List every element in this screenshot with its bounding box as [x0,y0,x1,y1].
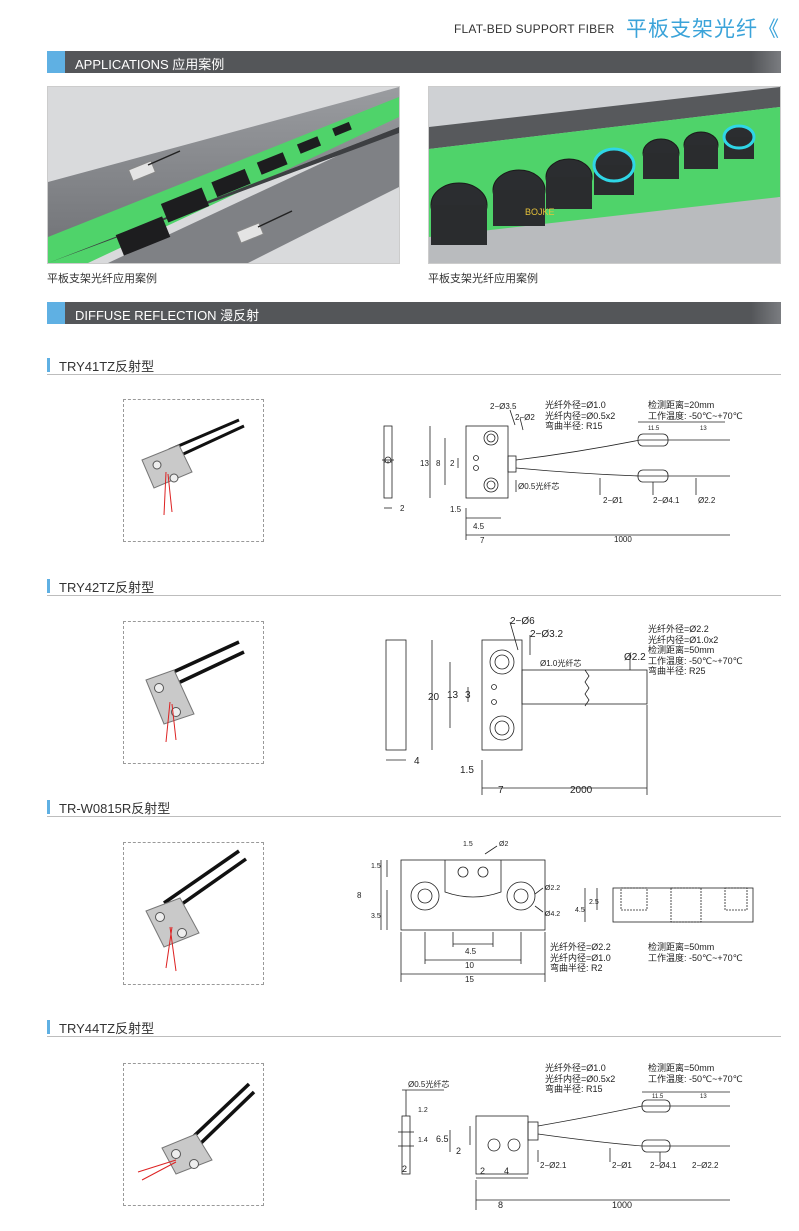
spec-block-try42tz: 光纤外径=Ø2.2 光纤内径=Ø1.0x2 检测距离=50mm 工作温度: -5… [648,624,743,676]
product-photo-try44tz [123,1063,264,1206]
dim-label: 2−Ø6 [510,616,535,627]
dim-label: 6.5 [436,1134,449,1144]
dim-label: Ø0.5光纤芯 [518,481,559,491]
dim-label: 13 [447,690,459,701]
dim-label: 2−Ø2.2 [692,1161,719,1170]
dim-label: 4 [414,756,420,767]
dim-label: Ø4.2 [545,911,560,918]
dim-label: 1.5 [371,863,381,870]
band-accent [47,51,65,73]
dim-label: 10 [465,961,474,970]
spec-block-tr-w0815r: 光纤外径=Ø2.2 光纤内径=Ø1.0 弯曲半径: R2 [550,942,611,973]
dim-label: 2 [402,1164,407,1174]
dim-label: Ø2.2 [698,496,716,505]
dim-label: 2.5 [589,899,599,906]
dim-label: 11.5 [652,1094,664,1100]
dim-label: Ø2.2 [624,652,646,663]
dim-label: 11.5 [648,426,660,432]
drawing-try41tz: 2−Ø3.5 2−Ø2 13 8 2 2 1.5 4.5 7 1000 Ø0.5… [382,402,730,545]
dim-label: 2−Ø2.1 [540,1161,567,1170]
dim-label: 1.2 [418,1107,428,1114]
diffuse-section-band: DIFFUSE REFLECTION 漫反射 [47,302,781,324]
header-title-en: FLAT-BED SUPPORT FIBER [454,22,615,36]
dim-label: 2−Ø1 [603,496,623,505]
dim-label: 13 [700,1094,707,1100]
dim-label: 2−Ø2 [515,413,535,422]
spec-block-try44tz: 光纤外径=Ø1.0 光纤内径=Ø0.5x2 弯曲半径: R15 [545,1063,616,1094]
sensor-illustration [145,849,248,972]
dim-label: 7 [498,785,504,796]
product-photo-try42tz [123,621,264,764]
dim-label: Ø0.5光纤芯 [408,1079,449,1089]
dim-label: 7 [480,536,485,545]
dim-label: 20 [428,692,440,703]
dim-label: 2−Ø3.5 [490,402,517,411]
dim-label: 15 [465,975,474,984]
dim-label: 2−Ø4.1 [653,496,680,505]
applications-section-title: APPLICATIONS 应用案例 [75,57,225,72]
application-image-2: BOJKE [428,86,781,264]
band-accent [47,302,65,324]
sensor-illustration [145,640,245,743]
product-photo-try41tz [123,399,264,542]
spec-block2-try41tz: 检测距离=20mm 工作温度: -50℃~+70℃ [648,400,743,421]
dim-label: 8 [436,459,441,468]
spec-block-try41tz: 光纤外径=Ø1.0 光纤内径=Ø0.5x2 弯曲半径: R15 [545,400,616,431]
drawing-try42tz: 2−Ø6 2−Ø3.2 Ø1.0光纤芯 Ø2.2 20 13 3 4 1.5 7… [385,616,648,796]
dim-label: 1000 [612,1200,632,1210]
dim-label: 2−Ø3.2 [530,629,564,640]
dim-label: Ø1.0光纤芯 [540,658,581,668]
product-photo-tr-w0815r [123,842,264,985]
dim-label: 13 [700,426,707,432]
dim-label: 4.5 [473,522,485,531]
dim-label: 4 [504,1166,509,1176]
dim-label: 3.5 [371,913,381,920]
applications-section-band: APPLICATIONS 应用案例 [47,51,781,73]
dim-label: 2−Ø4.1 [650,1161,677,1170]
dim-label: 2 [456,1146,461,1156]
dim-label: 2000 [570,785,593,796]
application-caption-1: 平板支架光纤应用案例 [47,273,157,285]
spec-block2-tr-w0815r: 检测距离=50mm 工作温度: -50℃~+70℃ [648,942,743,963]
application-image-1 [47,86,400,264]
dim-label: 4.5 [575,907,585,914]
dim-label: 13 [420,459,429,468]
application-render-1 [48,87,399,263]
spec-block2-try44tz: 检测距离=50mm 工作温度: -50℃~+70℃ [648,1063,743,1084]
dim-label: 2 [480,1166,485,1176]
drawing-try44tz: Ø0.5光纤芯 1.2 1.4 6.5 2 2 2 4 8 1000 2−Ø2.… [398,1079,730,1210]
dim-label: 4.5 [465,947,477,956]
diffuse-section-title: DIFFUSE REFLECTION 漫反射 [75,308,260,323]
header-title-cn: 平板支架光纤《 [626,18,780,41]
dim-label: 8 [498,1200,503,1210]
dim-label: Ø2.2 [545,885,560,892]
sensor-illustration [141,418,245,516]
dim-label: Ø2 [499,841,508,848]
dim-label: 1.5 [450,505,462,514]
dim-label: 2 [450,459,455,468]
drawing-tr-w0815r: 1.5 8 3.5 4.5 10 15 1.5 Ø2 Ø2.2 Ø4.2 2.5… [357,841,754,984]
dim-label: 1.4 [418,1137,428,1144]
application-render-2: BOJKE [429,87,780,263]
application-caption-2: 平板支架光纤应用案例 [428,273,538,285]
dim-label: 2−Ø1 [612,1161,632,1170]
sensor-illustration [137,1082,256,1181]
dim-label: 3 [465,690,471,701]
dim-label: 1.5 [463,841,473,848]
dim-label: 8 [357,891,362,900]
dim-label: 2 [400,504,405,513]
dim-label: 1000 [614,535,632,544]
brand-label: BOJKE [525,207,555,217]
dim-label: 1.5 [460,765,474,776]
